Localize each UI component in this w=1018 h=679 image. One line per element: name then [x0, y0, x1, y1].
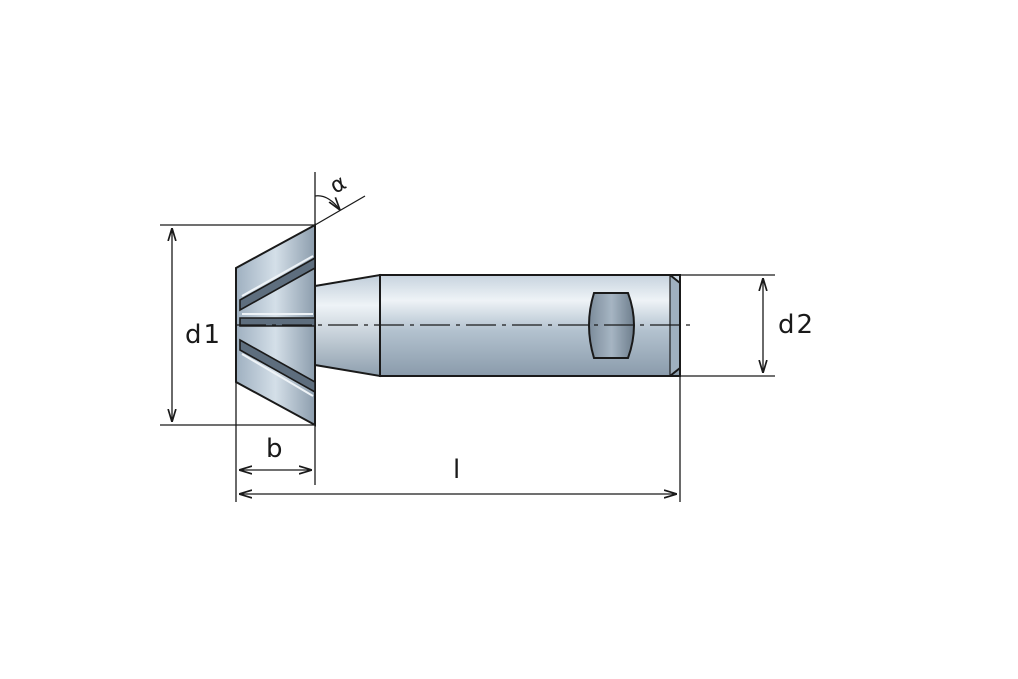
angle-label: α	[326, 170, 351, 199]
d2-label: d2	[778, 310, 815, 340]
d1-label: d1	[185, 320, 222, 350]
l-label: l	[453, 455, 462, 485]
flutes	[239, 256, 316, 394]
dimension-lines	[160, 172, 775, 502]
b-label: b	[266, 434, 285, 464]
